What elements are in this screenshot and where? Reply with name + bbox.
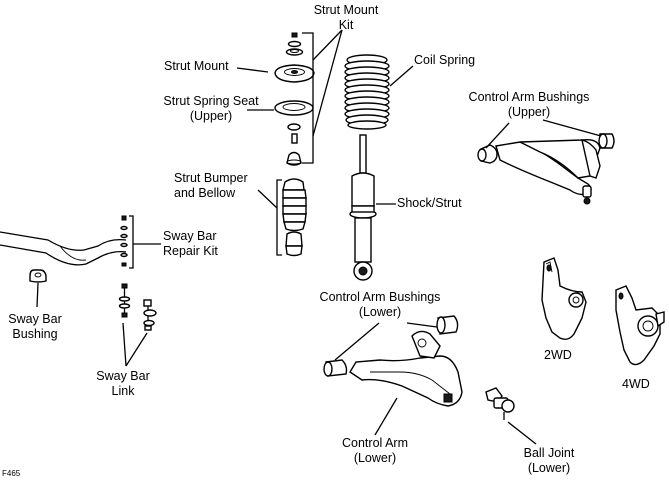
sway-bar-link-short bbox=[143, 299, 157, 331]
label-ball-joint-lower: Ball Joint (Lower) bbox=[513, 446, 585, 476]
label-ball-joint-lower-line1: Ball Joint bbox=[523, 446, 575, 460]
label-sway-bar-repair-kit-line1: Sway Bar bbox=[163, 229, 217, 243]
sway-bar-link-long bbox=[118, 283, 131, 318]
label-cab-lower-line1: Control Arm Bushings bbox=[319, 290, 441, 304]
label-control-arm-bushings-upper: Control Arm Bushings (Upper) bbox=[458, 90, 600, 120]
strut-mount bbox=[274, 64, 315, 83]
sway-bar-repair-kit-bracket bbox=[129, 215, 134, 269]
label-control-arm-bushings-lower: Control Arm Bushings (Lower) bbox=[313, 290, 447, 320]
shock-strut bbox=[349, 134, 377, 281]
label-ball-joint-lower-line2: (Lower) bbox=[527, 461, 571, 475]
leader-lines bbox=[36, 29, 602, 445]
label-strut-bumper: Strut Bumper and Bellow bbox=[174, 171, 248, 201]
label-control-arm-lower: Control Arm (Lower) bbox=[334, 436, 416, 466]
label-strut-mount: Strut Mount bbox=[164, 59, 229, 73]
label-coil-spring: Coil Spring bbox=[414, 53, 476, 67]
label-cab-upper-line1: Control Arm Bushings bbox=[468, 90, 590, 104]
figure-code: F465 bbox=[2, 469, 21, 478]
strut-bumper bbox=[285, 231, 303, 257]
ball-joint bbox=[485, 387, 515, 420]
sway-bar-bushing bbox=[29, 269, 47, 283]
strut-mount-kit-bracket bbox=[302, 32, 314, 164]
label-control-arm-lower-line1: Control Arm bbox=[342, 436, 408, 450]
label-sway-bar-repair-kit: Sway Bar Repair Kit bbox=[163, 229, 218, 259]
label-strut-spring-seat-line1: Strut Spring Seat bbox=[163, 94, 259, 108]
label-control-arm-lower-line2: (Lower) bbox=[353, 451, 397, 465]
strut-spring-seat bbox=[274, 100, 314, 131]
upper-control-arm bbox=[495, 138, 601, 205]
strut-bellow bbox=[282, 178, 307, 232]
label-sway-bar-bushing: Sway Bar Bushing bbox=[2, 312, 68, 342]
strut-bumper-bracket bbox=[276, 179, 282, 256]
label-strut-mount-kit: Strut Mount Kit bbox=[306, 3, 386, 33]
label-strut-bumper-line2: and Bellow bbox=[174, 186, 236, 200]
knuckle-4wd bbox=[615, 285, 665, 366]
label-sway-bar-link-line2: Link bbox=[111, 384, 135, 398]
label-sway-bar-link-line1: Sway Bar bbox=[96, 369, 150, 383]
knuckle-2wd bbox=[541, 257, 587, 341]
sway-bar-repair-kit-parts bbox=[120, 215, 128, 267]
upper-bushings bbox=[477, 133, 615, 164]
lower-bushings bbox=[323, 315, 459, 377]
label-sway-bar-link: Sway Bar Link bbox=[90, 369, 156, 399]
sway-bar bbox=[0, 231, 127, 266]
label-strut-spring-seat-line2: (Upper) bbox=[189, 109, 233, 123]
label-cab-upper-line2: (Upper) bbox=[507, 105, 551, 119]
label-shock-strut: Shock/Strut bbox=[397, 196, 462, 210]
lower-control-arm bbox=[349, 330, 463, 407]
label-sway-bar-bushing-line2: Bushing bbox=[12, 327, 58, 341]
label-cab-lower-line2: (Lower) bbox=[358, 305, 402, 319]
label-2wd: 2WD bbox=[544, 348, 572, 362]
label-sway-bar-repair-kit-line2: Repair Kit bbox=[163, 244, 218, 258]
label-strut-mount-kit-line1: Strut Mount bbox=[313, 3, 379, 17]
label-4wd: 4WD bbox=[622, 377, 650, 391]
strut-kit-lower-parts bbox=[286, 133, 302, 166]
label-strut-spring-seat: Strut Spring Seat (Upper) bbox=[148, 94, 274, 124]
label-strut-bumper-line1: Strut Bumper bbox=[174, 171, 248, 185]
strut-mount-kit-parts bbox=[285, 32, 304, 56]
label-sway-bar-bushing-line1: Sway Bar bbox=[8, 312, 62, 326]
label-strut-mount-kit-line2: Kit bbox=[338, 18, 354, 32]
coil-spring bbox=[344, 54, 390, 130]
